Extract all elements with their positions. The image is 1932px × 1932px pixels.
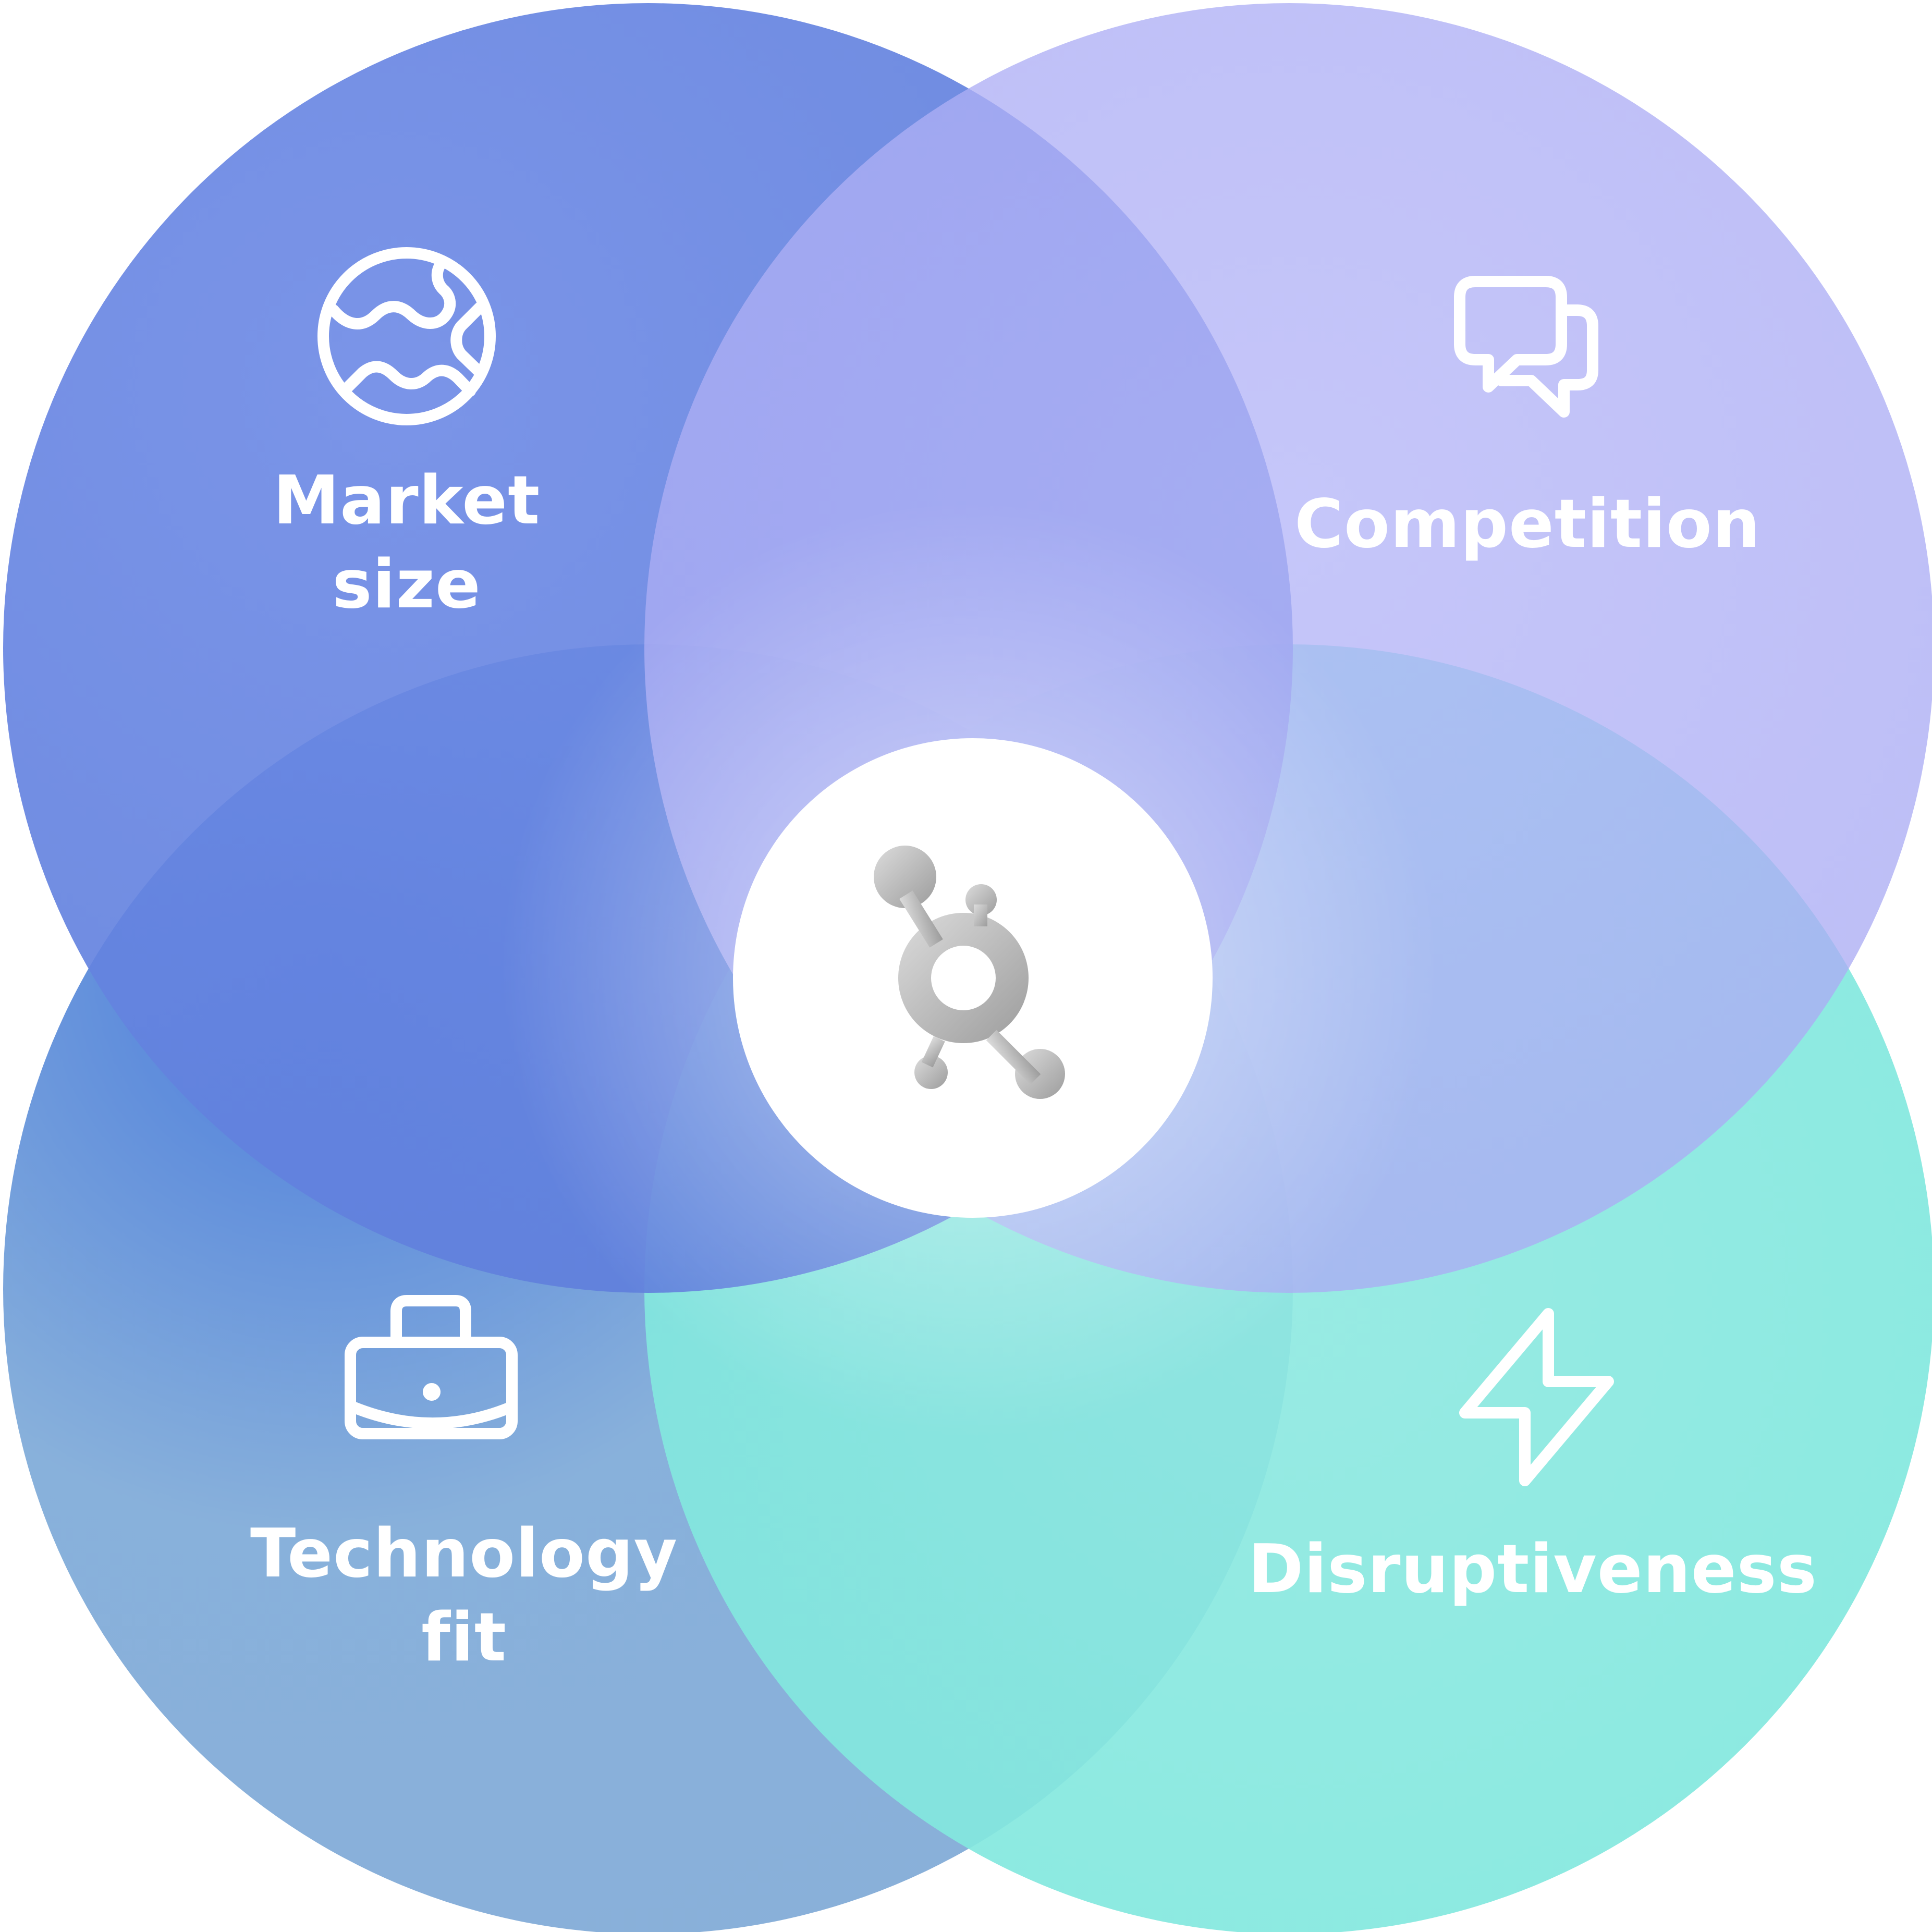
globe-icon bbox=[317, 247, 496, 425]
label-technology-fit-line-1: Technology bbox=[250, 1515, 678, 1593]
label-market-size-line-1: Market bbox=[273, 462, 541, 540]
label-disruptiveness: Disruptiveness bbox=[1246, 1527, 1819, 1611]
chat-bubbles-icon bbox=[1454, 276, 1598, 418]
label-market-size-line-2: size bbox=[332, 546, 481, 624]
label-technology-fit: Technology fit bbox=[177, 1512, 751, 1680]
label-competition-line-1: Competition bbox=[1294, 485, 1760, 563]
label-disruptiveness-line-1: Disruptiveness bbox=[1248, 1531, 1817, 1608]
briefcase-icon bbox=[345, 1295, 518, 1439]
hubspot-logo-icon bbox=[874, 846, 1065, 1099]
lightning-icon bbox=[1459, 1308, 1614, 1486]
label-technology-fit-line-2: fit bbox=[421, 1599, 507, 1677]
label-competition: Competition bbox=[1241, 482, 1814, 566]
label-market-size: Market size bbox=[120, 459, 693, 627]
